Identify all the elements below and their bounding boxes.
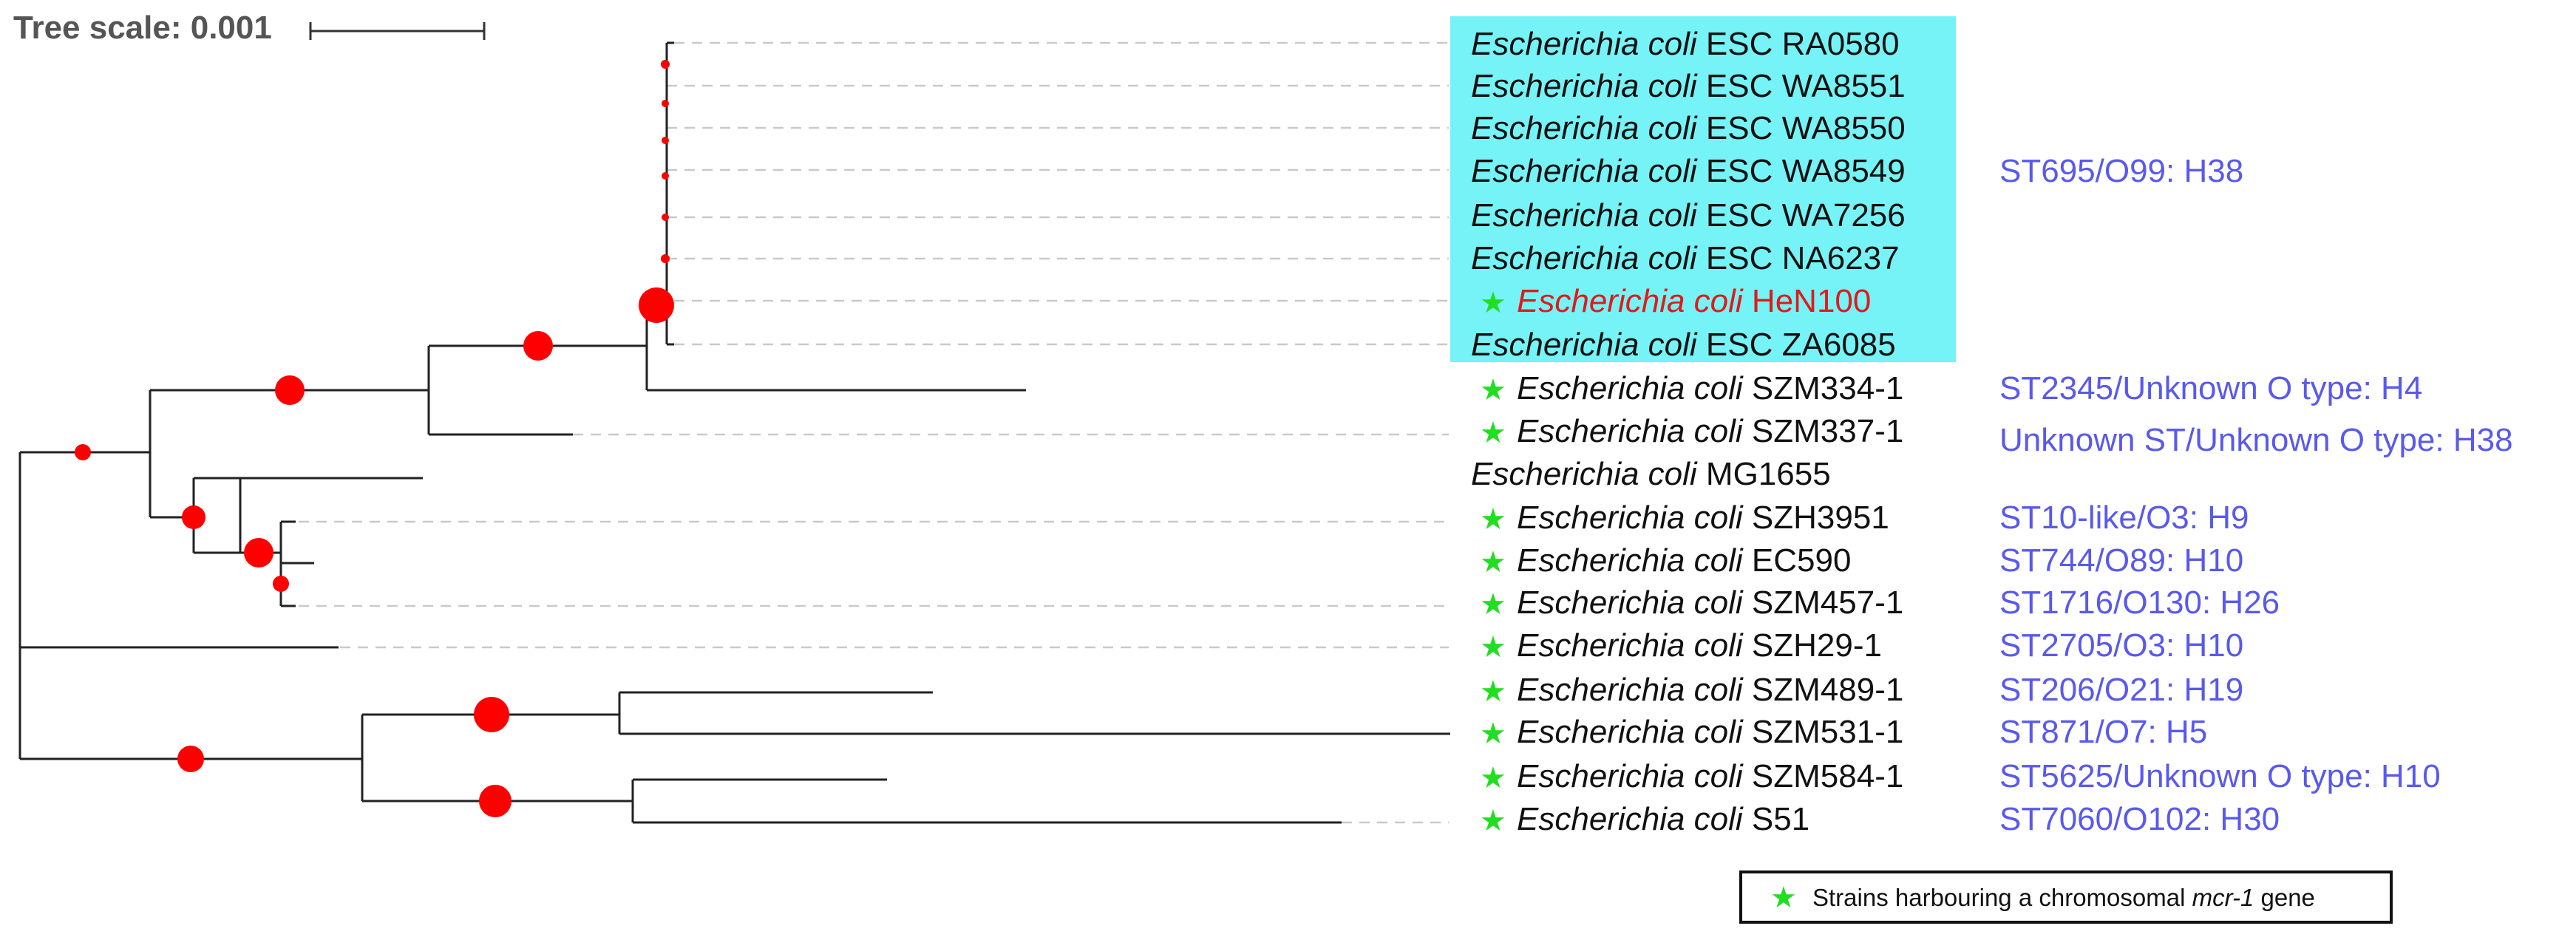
tip-label: Escherichia coli ESC WA8549 xyxy=(1471,153,1906,189)
tree-scale-label: Tree scale: 0.001 xyxy=(13,10,272,46)
tip-label: Escherichia coli S51 xyxy=(1517,801,1809,837)
mcr1-star-icon: ★ xyxy=(1480,502,1506,536)
tip-label: Escherichia coli ESC RA0580 xyxy=(1471,26,1900,62)
st-label: ST1716/O130: H26 xyxy=(1999,585,2280,621)
st-label: ST871/O7: H5 xyxy=(1999,714,2207,750)
mcr1-star-icon: ★ xyxy=(1480,630,1506,664)
st-label: ST10-like/O3: H9 xyxy=(1999,500,2249,536)
tip-labels: Escherichia coli ESC RA0580 Escherichia … xyxy=(1471,26,1906,838)
mcr1-star-icon: ★ xyxy=(1480,545,1506,579)
tip-label: Escherichia coli MG1655 xyxy=(1471,456,1831,492)
st695-cluster-highlight xyxy=(1450,16,1956,362)
st-label: ST2345/Unknown O type: H4 xyxy=(1999,370,2422,406)
support-node xyxy=(479,785,512,817)
support-node xyxy=(662,214,669,221)
support-node xyxy=(662,172,669,180)
st-label: ST695/O99: H38 xyxy=(1999,153,2243,189)
support-node xyxy=(523,331,553,361)
tip-label: Escherichia coli SZM531-1 xyxy=(1517,714,1903,750)
mcr1-star-icon: ★ xyxy=(1480,804,1506,838)
tip-label: Escherichia coli SZM457-1 xyxy=(1517,585,1903,621)
support-node xyxy=(75,444,91,460)
tip-label: Escherichia coli SZM584-1 xyxy=(1517,758,1903,794)
tip-label: Escherichia coli ESC WA8551 xyxy=(1471,68,1906,104)
support-node xyxy=(662,100,669,107)
mcr1-star-icon: ★ xyxy=(1480,286,1506,320)
tip-label: Escherichia coli SZH29-1 xyxy=(1517,627,1882,664)
legend-text: Strains harbouring a chromosomal mcr-1 g… xyxy=(1812,884,2315,911)
st-label: ST2705/O3: H10 xyxy=(1999,627,2243,664)
tip-label: Escherichia coli SZM334-1 xyxy=(1517,370,1903,406)
support-node xyxy=(661,60,670,69)
tip-label: Escherichia coli ESC WA7256 xyxy=(1471,197,1906,234)
mcr1-star-icon: ★ xyxy=(1480,373,1506,407)
tip-label: Escherichia coli ESC ZA6085 xyxy=(1471,327,1896,363)
tree-branches xyxy=(18,41,1450,824)
st-label: ST7060/O102: H30 xyxy=(1999,801,2280,837)
support-node xyxy=(273,576,289,592)
tip-label: Escherichia coli ESC NA6237 xyxy=(1471,240,1900,276)
mcr1-star-icon: ★ xyxy=(1480,761,1506,795)
mcr1-star-icon: ★ xyxy=(1480,675,1506,709)
mcr1-star-icon: ★ xyxy=(1480,416,1506,450)
tip-label: Escherichia coli SZM489-1 xyxy=(1517,672,1903,708)
st-label: ST5625/Unknown O type: H10 xyxy=(1999,758,2441,794)
node-support-dots xyxy=(75,60,674,817)
st-labels: ST695/O99: H38 ST2345/Unknown O type: H4… xyxy=(1999,153,2513,837)
tree-scale: Tree scale: 0.001 xyxy=(13,10,486,46)
tip-label: Escherichia coli ESC WA8550 xyxy=(1471,110,1906,146)
support-node xyxy=(177,746,204,772)
legend-box xyxy=(1739,870,2393,924)
mcr1-star-icon: ★ xyxy=(1480,587,1506,621)
tip-label: Escherichia coli SZH3951 xyxy=(1517,500,1889,536)
support-node xyxy=(244,538,273,568)
st-label: Unknown ST/Unknown O type: H38 xyxy=(1999,422,2513,458)
legend-star-icon: ★ xyxy=(1770,881,1797,915)
tip-label: Escherichia coli EC590 xyxy=(1517,542,1851,579)
support-node xyxy=(275,375,305,405)
legend: ★ Strains harbouring a chromosomal mcr-1… xyxy=(1739,870,2393,924)
mcr1-star-icon: ★ xyxy=(1480,717,1506,751)
st-label: ST744/O89: H10 xyxy=(1999,542,2243,579)
tip-label-highlighted: Escherichia coli HeN100 xyxy=(1517,283,1871,319)
support-node xyxy=(662,137,669,144)
support-node xyxy=(661,254,670,263)
tip-label: Escherichia coli SZM337-1 xyxy=(1517,413,1903,449)
support-node xyxy=(182,505,205,529)
support-node xyxy=(474,697,509,732)
st-label: ST206/O21: H19 xyxy=(1999,672,2243,708)
tip-guide-lines xyxy=(281,41,1449,824)
support-node xyxy=(639,287,674,323)
